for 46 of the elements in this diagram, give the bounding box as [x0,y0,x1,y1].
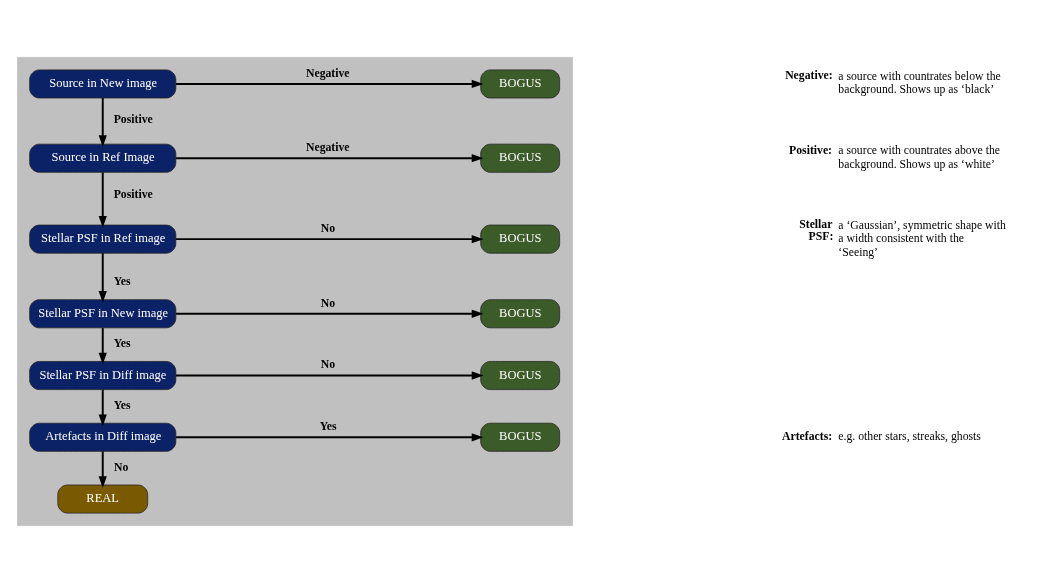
edge-label: Negative [305,140,350,154]
node-box: Source in New image [29,69,177,98]
edge-label: No [320,358,336,371]
node-box: Stellar PSF in Ref image [29,224,177,254]
edge-label: Yes [113,336,131,350]
node-box: BOGUS [480,69,561,98]
arrow [98,171,107,228]
label: a ‘Gaussian’, symmetric shape with a width consistent with the ‘Seeing’ [838,218,1006,259]
node-box: BOGUS [480,143,561,173]
node-box: Source in Ref Image [29,143,177,173]
edge-label: Negative [305,66,350,80]
arrow [174,309,484,318]
arrow [174,370,484,380]
label: Negative: [785,68,833,82]
edge-label: No [114,460,129,474]
arrow [98,449,107,488]
node-box: BOGUS [480,224,561,254]
arrow [98,251,107,303]
arrow [98,96,107,147]
label: e.g. other stars, streaks, ghosts [838,429,981,443]
node-box: Artefacts in Diff image [29,422,177,452]
arrow [174,153,484,162]
node-box: REAL [57,484,149,513]
edge-label: Positive [113,112,153,126]
arrow [98,326,107,364]
edge-label: Yes [113,398,131,412]
arrow [174,432,484,441]
arrow [98,388,107,426]
node-box: Stellar PSF in Diff image [29,360,177,390]
edge-label: Yes [113,274,131,288]
label: a source with countrates above the background. Shows up as ‘white’ [838,143,1001,171]
cluster [17,56,573,526]
edge-label: No [320,221,336,235]
node-box: BOGUS [480,422,561,452]
arrow [174,234,484,243]
label: a source with countrates below the background. Shows up as ‘black’ [838,69,1001,96]
node-box: Stellar PSF in New image [29,298,177,328]
label: Artefacts: [782,429,833,443]
edge-label: No [320,296,336,310]
node-box: BOGUS [480,360,561,390]
node-box: BOGUS [480,298,561,328]
edge-label: Yes [319,419,337,433]
edge-label: Positive [113,187,153,201]
label: Stellar PSF: [799,217,834,243]
label: Positive: [789,143,833,157]
arrow [174,79,484,88]
